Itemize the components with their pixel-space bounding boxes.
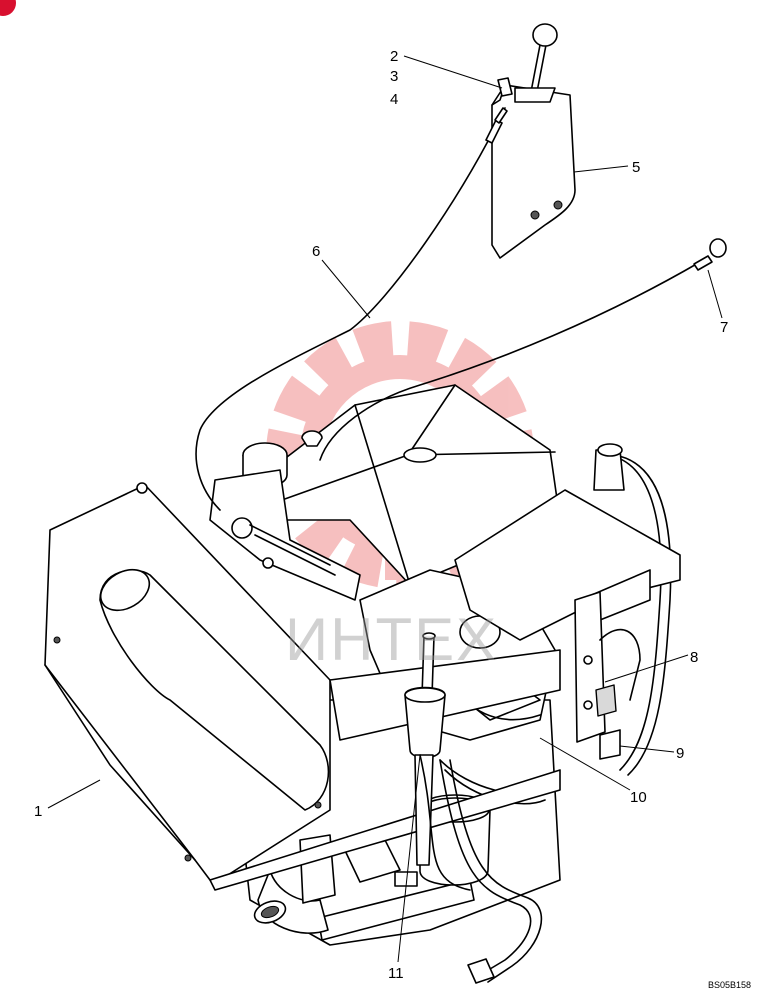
engine-top-cover bbox=[269, 384, 561, 586]
callout-7: 7 bbox=[720, 319, 728, 336]
right-bracket bbox=[454, 489, 681, 760]
corner-badge bbox=[0, 0, 16, 16]
callout-3: 3 bbox=[390, 68, 398, 85]
dipstick-tube bbox=[404, 632, 471, 891]
callout-2: 2 bbox=[390, 48, 398, 65]
engine-left-top bbox=[209, 442, 361, 601]
throttle-control bbox=[491, 23, 576, 259]
callout-labels: 2 3 4 5 6 7 8 9 10 1 11 bbox=[34, 48, 728, 982]
exhaust-elbow bbox=[253, 834, 336, 934]
choke-cable bbox=[319, 238, 727, 461]
callout-11: 11 bbox=[388, 965, 404, 982]
callout-5: 5 bbox=[632, 159, 640, 176]
right-hoses bbox=[593, 443, 672, 776]
callout-6: 6 bbox=[312, 243, 320, 260]
callout-10: 10 bbox=[630, 789, 647, 806]
callout-4: 4 bbox=[390, 91, 398, 108]
callout-1: 1 bbox=[34, 803, 42, 820]
watermark-text: ИНТЕХ bbox=[285, 606, 498, 673]
leader-lines bbox=[47, 55, 723, 963]
callout-8: 8 bbox=[690, 649, 698, 666]
callout-9: 9 bbox=[676, 745, 684, 762]
muffler-guard bbox=[44, 482, 561, 891]
bottom-hose bbox=[439, 759, 543, 984]
throttle-cable bbox=[195, 107, 508, 511]
drawing-code: BS05B158 bbox=[708, 980, 751, 990]
